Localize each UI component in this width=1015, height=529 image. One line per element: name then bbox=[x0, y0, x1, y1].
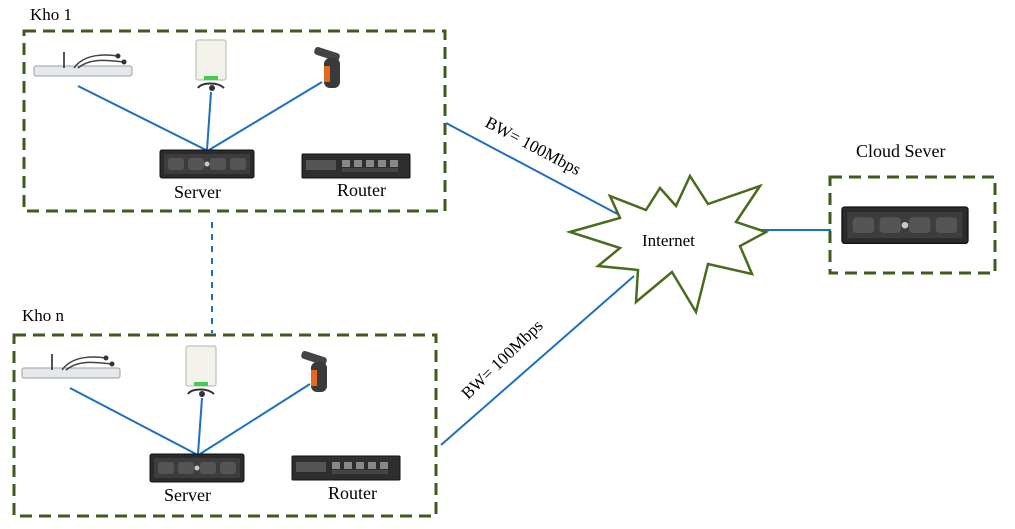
server-icon bbox=[159, 149, 255, 179]
internet-label: Internet bbox=[642, 231, 695, 250]
kho1-link-scanner-server bbox=[208, 81, 323, 151]
khon-title: Kho n bbox=[22, 306, 65, 325]
khon-border bbox=[12, 333, 438, 518]
kho1-link-reader-server bbox=[206, 91, 212, 151]
kho1-border bbox=[22, 29, 447, 213]
router-icon bbox=[291, 455, 401, 481]
rfid-reader-icon bbox=[185, 345, 217, 398]
server-icon bbox=[149, 453, 245, 483]
rfid-reader-icon bbox=[195, 39, 227, 92]
kho1-title: Kho 1 bbox=[30, 5, 72, 24]
kho1-link-antenna-server bbox=[77, 85, 207, 151]
khon-bandwidth-label: BW= 100Mbps bbox=[458, 316, 547, 403]
kho1-server-label: Server bbox=[174, 182, 221, 202]
khon-internet-link bbox=[440, 275, 635, 446]
antenna-reader-icon bbox=[33, 51, 133, 77]
cloud-server-border bbox=[828, 175, 997, 275]
antenna-reader-icon bbox=[21, 353, 121, 379]
khon-router-label: Router bbox=[328, 483, 377, 503]
khon-link-scanner-server bbox=[199, 383, 311, 455]
handheld-scanner-icon bbox=[300, 350, 328, 392]
khon-group: Kho n Server Router bbox=[12, 306, 438, 518]
server-icon bbox=[841, 206, 969, 245]
cloud-server-title: Cloud Sever bbox=[856, 141, 946, 161]
kho1-group: Kho 1 Server Router bbox=[22, 5, 447, 213]
kho1-internet-link bbox=[445, 122, 641, 227]
khon-link-reader-server bbox=[197, 397, 203, 455]
khon-server-label: Server bbox=[164, 485, 211, 505]
kho1-router-label: Router bbox=[337, 180, 386, 200]
cloud-server-group: Cloud Sever bbox=[828, 141, 997, 275]
internet-cloud-icon: Internet bbox=[565, 173, 770, 316]
khon-link-antenna-server bbox=[69, 387, 197, 455]
handheld-scanner-icon bbox=[313, 46, 341, 88]
router-icon bbox=[301, 153, 411, 179]
